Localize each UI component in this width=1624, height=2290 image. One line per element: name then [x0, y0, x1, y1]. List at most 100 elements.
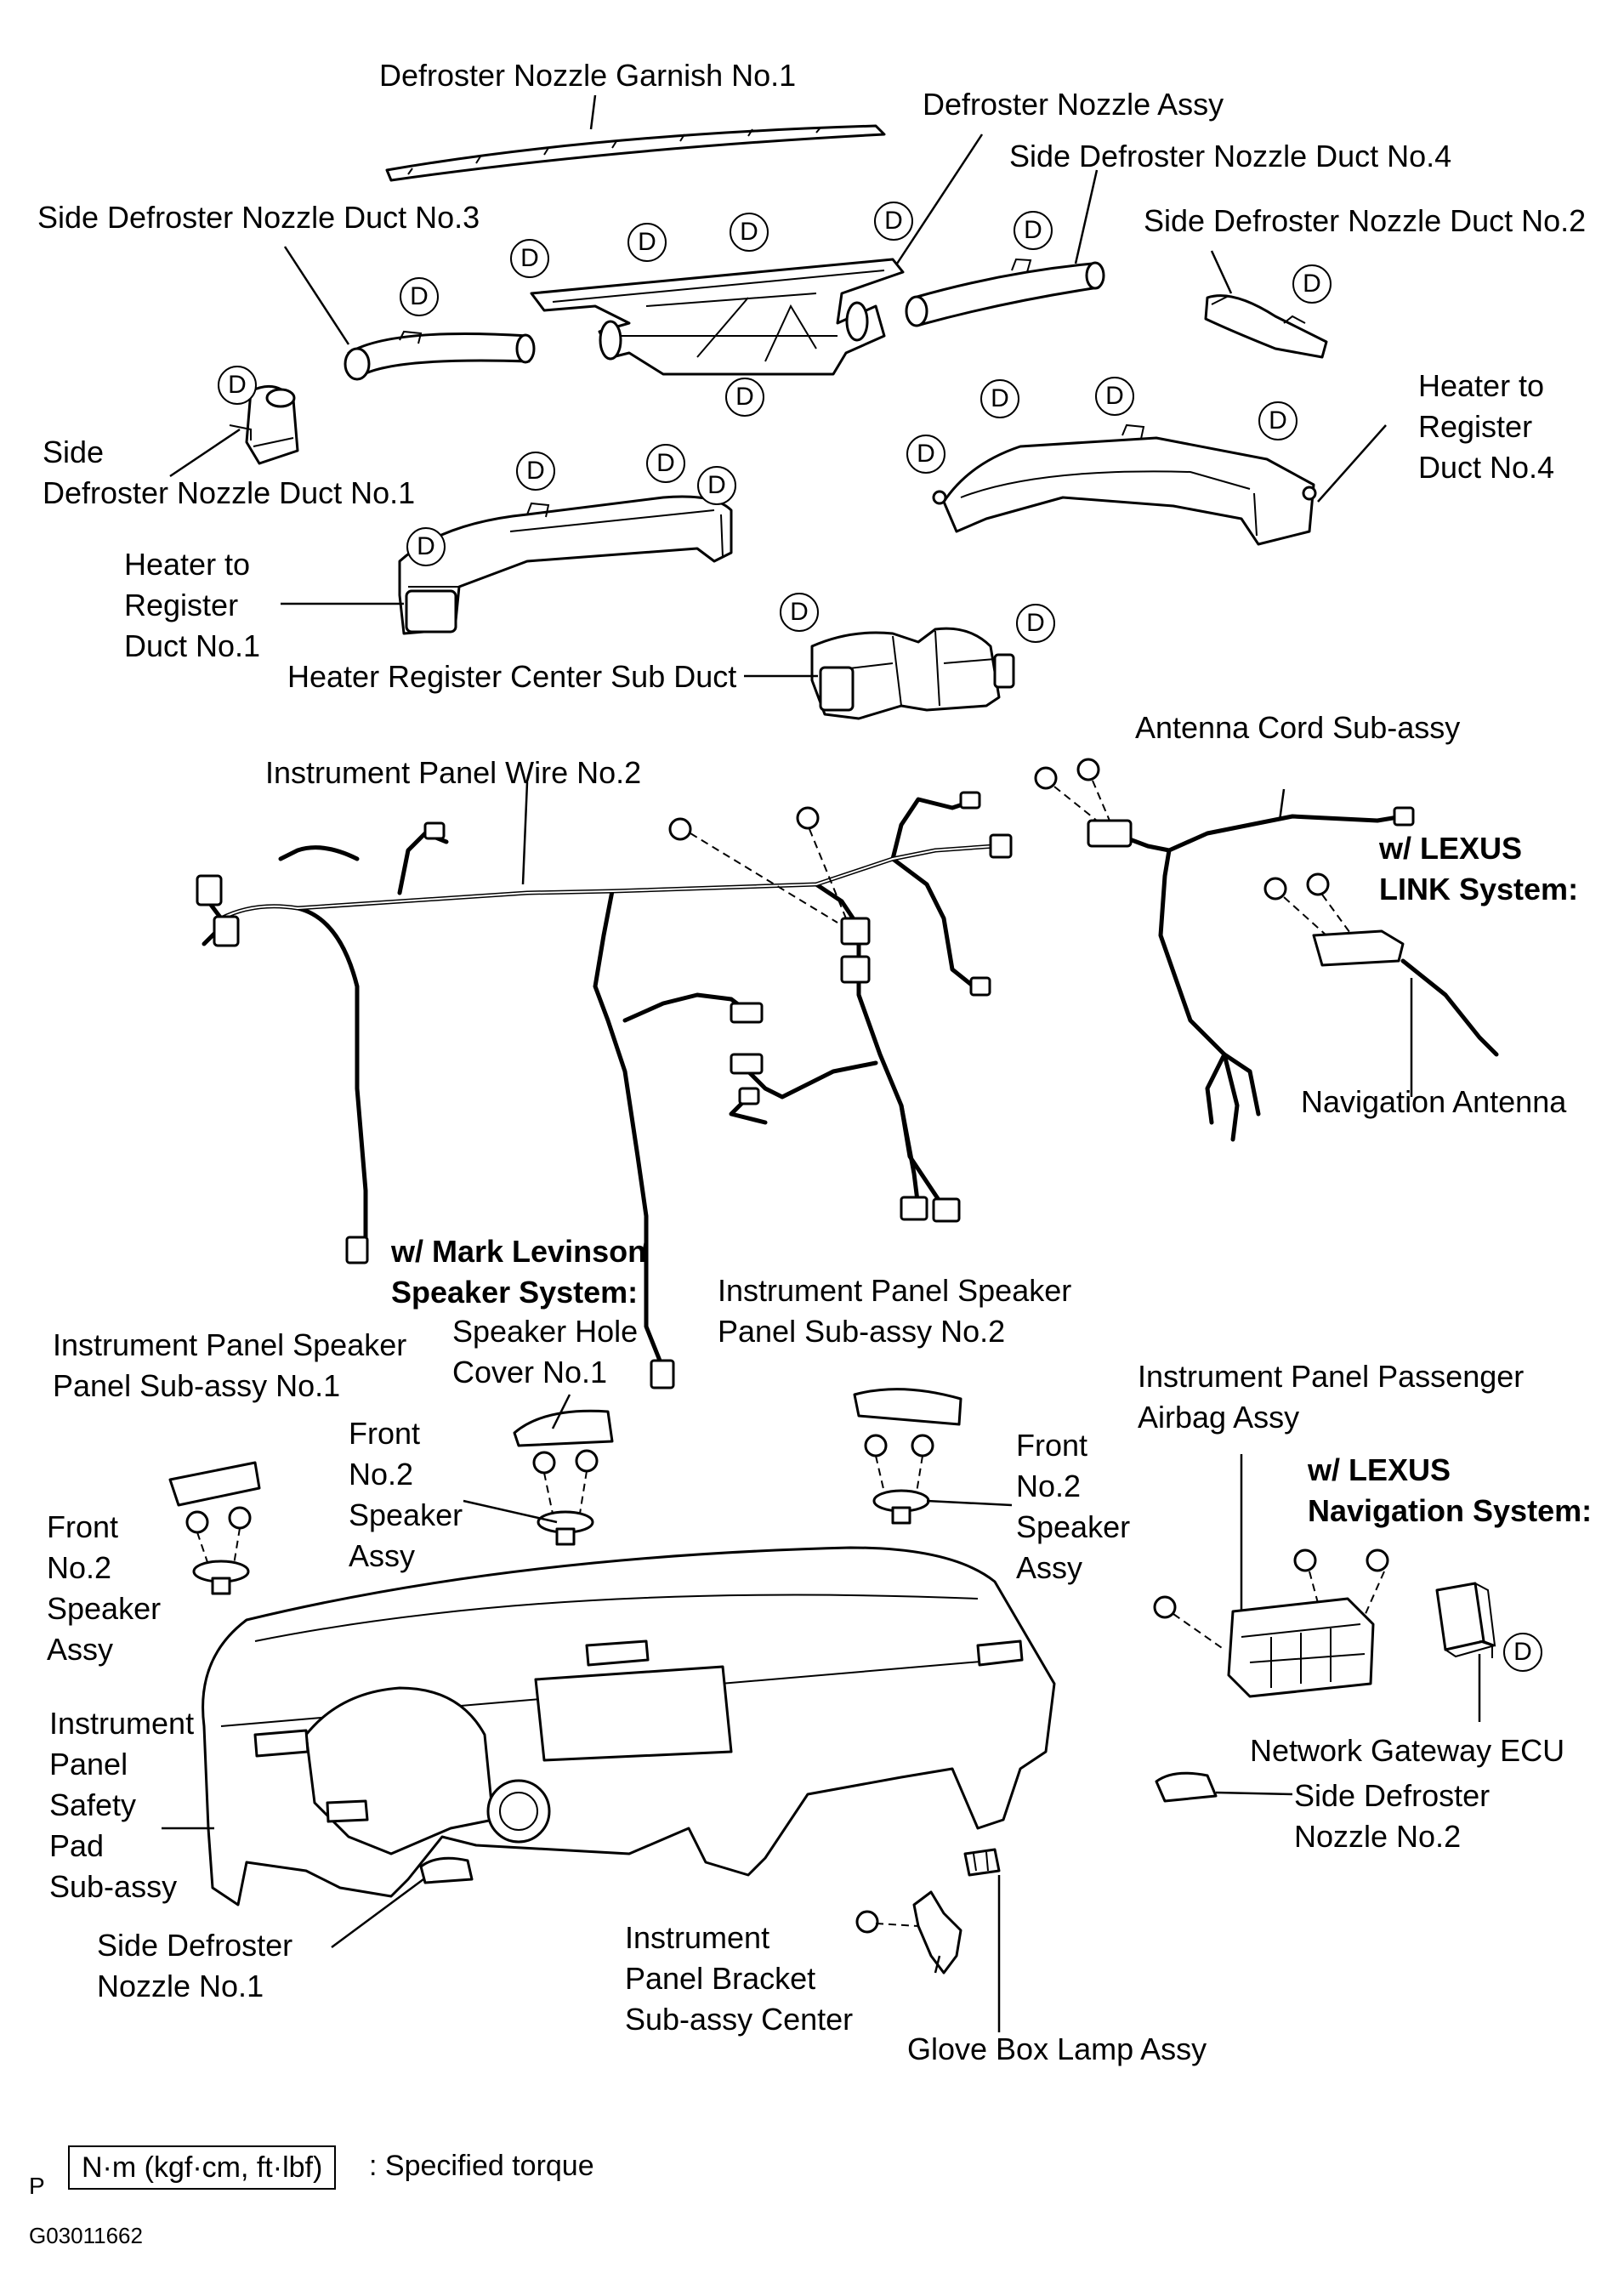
front-speaker-mid-part — [537, 1470, 594, 1546]
side-nozzle-no1-part — [419, 1856, 474, 1884]
d-marker: D — [1095, 377, 1134, 416]
label-heater-duct-no4-line3: Duct No.4 — [1418, 450, 1555, 485]
label-front-speaker-left-line4: Assy — [47, 1632, 114, 1667]
label-lexus-nav-line1: w/ LEXUS — [1308, 1452, 1451, 1487]
label-bracket-center-line3: Sub-assy Center — [625, 2002, 854, 2037]
d-marker: D — [1503, 1633, 1542, 1672]
label-side-nozzle-no2-line1: Side Defroster — [1294, 1778, 1491, 1813]
label-front-speaker-left-line2: No.2 — [47, 1550, 112, 1585]
antenna-cord-part — [1034, 758, 1415, 1142]
label-glove-box-lamp: Glove Box Lamp Assy — [907, 2031, 1207, 2066]
d-marker: D — [1014, 211, 1053, 250]
label-side-nozzle-no1-line1: Side Defroster — [97, 1928, 293, 1963]
label-side-duct-no4: Side Defroster Nozzle Duct No.4 — [1009, 139, 1452, 173]
label-speaker-panel-no2-line1: Instrument Panel Speaker — [718, 1273, 1072, 1308]
navigation-antenna-part — [1263, 872, 1499, 1057]
bracket-center-part — [855, 1890, 962, 1975]
side-duct-no1-part — [229, 384, 299, 465]
label-heater-duct-no4-line1: Heater to — [1418, 368, 1545, 403]
label-defroster-nozzle-garnish-no1: Defroster Nozzle Garnish No.1 — [379, 58, 797, 93]
side-duct-no2-part — [1204, 294, 1328, 359]
d-marker: D — [780, 593, 819, 632]
label-front-speaker-right-line3: Speaker — [1016, 1509, 1131, 1544]
label-safety-pad-line3: Safety — [49, 1787, 137, 1822]
speaker-panel-no1-part — [168, 1461, 261, 1534]
d-marker: D — [627, 223, 667, 262]
side-duct-no4-part — [905, 258, 1105, 327]
d-marker: D — [510, 239, 549, 278]
d-marker: D — [406, 527, 446, 566]
label-side-duct-no1-line1: Side — [43, 435, 105, 469]
torque-legend-box: N·m (kgf·cm, ft·lbf) — [68, 2145, 337, 2190]
d-marker: D — [874, 202, 913, 241]
label-bracket-center-line2: Panel Bracket — [625, 1961, 816, 1996]
label-airbag-line2: Airbag Assy — [1138, 1400, 1300, 1435]
label-front-speaker-left-line3: Speaker — [47, 1591, 162, 1626]
label-side-duct-no1-line2: Defroster Nozzle Duct No.1 — [43, 475, 416, 510]
d-marker: D — [1016, 604, 1055, 643]
instrument-panel-safety-pad-part — [202, 1546, 1056, 1906]
label-safety-pad-line1: Instrument — [49, 1706, 195, 1741]
label-panel-wire-no2: Instrument Panel Wire No.2 — [265, 755, 642, 790]
d-marker: D — [725, 378, 764, 417]
garnish-no1-part — [385, 124, 886, 182]
leader-lines — [162, 94, 1481, 2032]
label-heater-duct-no4-line2: Register — [1418, 409, 1533, 444]
front-speaker-right-part — [872, 1455, 930, 1525]
label-mark-levinson-line1: w/ Mark Levinson — [391, 1234, 647, 1269]
label-front-speaker-right-line2: No.2 — [1016, 1469, 1082, 1503]
d-marker: D — [400, 277, 439, 316]
label-heater-duct-no1-line3: Duct No.1 — [124, 628, 261, 663]
label-side-duct-no3: Side Defroster Nozzle Duct No.3 — [37, 200, 480, 235]
side-nozzle-no2-part — [1155, 1771, 1218, 1803]
wire-bolts — [668, 806, 847, 923]
label-front-speaker-right-line1: Front — [1016, 1428, 1088, 1463]
defroster-nozzle-assy-part — [530, 258, 905, 376]
label-side-duct-no2: Side Defroster Nozzle Duct No.2 — [1144, 203, 1587, 238]
label-center-sub-duct: Heater Register Center Sub Duct — [287, 659, 737, 694]
label-mark-levinson-line2: Speaker System: — [391, 1275, 639, 1310]
d-marker: D — [697, 466, 736, 505]
label-heater-duct-no1-line1: Heater to — [124, 547, 251, 582]
instrument-panel-wire-no2-part — [196, 791, 1013, 1389]
network-gateway-ecu-part — [1435, 1582, 1496, 1658]
speaker-hole-cover-part — [513, 1409, 614, 1475]
d-marker: D — [1292, 264, 1332, 304]
label-speaker-panel-no2-line2: Panel Sub-assy No.2 — [718, 1314, 1006, 1349]
d-marker: D — [730, 213, 769, 252]
label-front-speaker-mid-line2: No.2 — [349, 1457, 414, 1492]
label-bracket-center-line1: Instrument — [625, 1920, 770, 1955]
label-front-speaker-left-line1: Front — [47, 1509, 119, 1544]
heater-duct-no1-part — [398, 495, 733, 635]
center-sub-duct-part — [810, 627, 1015, 720]
label-airbag-line1: Instrument Panel Passenger — [1138, 1359, 1525, 1394]
d-marker: D — [1258, 401, 1297, 440]
label-side-nozzle-no2-line2: Nozzle No.2 — [1294, 1819, 1462, 1854]
label-antenna-cord: Antenna Cord Sub-assy — [1135, 710, 1461, 745]
label-front-speaker-right-line4: Assy — [1016, 1550, 1083, 1585]
front-speaker-left-part — [192, 1527, 250, 1595]
label-speaker-hole-cover-line2: Cover No.1 — [452, 1355, 608, 1389]
heater-duct-no4-part — [932, 423, 1317, 546]
label-front-speaker-mid-line4: Assy — [349, 1538, 416, 1573]
label-lexus-nav-line2: Navigation System: — [1308, 1493, 1593, 1528]
label-safety-pad-line4: Pad — [49, 1828, 105, 1863]
label-front-speaker-mid-line1: Front — [349, 1416, 421, 1451]
side-duct-no3-part — [344, 330, 536, 381]
d-marker: D — [516, 452, 555, 491]
label-speaker-panel-no1-line1: Instrument Panel Speaker — [53, 1327, 407, 1362]
d-marker: D — [906, 435, 945, 474]
label-speaker-panel-no1-line2: Panel Sub-assy No.1 — [53, 1368, 341, 1403]
d-marker: D — [980, 379, 1019, 418]
glove-box-lamp-part — [963, 1848, 1001, 1877]
passenger-airbag-part — [1153, 1548, 1389, 1698]
label-lexus-link-line1: w/ LEXUS — [1379, 831, 1523, 866]
label-safety-pad-line2: Panel — [49, 1747, 128, 1781]
page-letter: P — [29, 2173, 45, 2199]
label-front-speaker-mid-line3: Speaker — [349, 1497, 463, 1532]
figure-code: G03011662 — [29, 2223, 143, 2248]
label-heater-duct-no1-line2: Register — [124, 588, 239, 622]
d-marker: D — [218, 366, 257, 405]
d-marker: D — [646, 444, 685, 483]
label-navigation-antenna: Navigation Antenna — [1301, 1084, 1567, 1119]
